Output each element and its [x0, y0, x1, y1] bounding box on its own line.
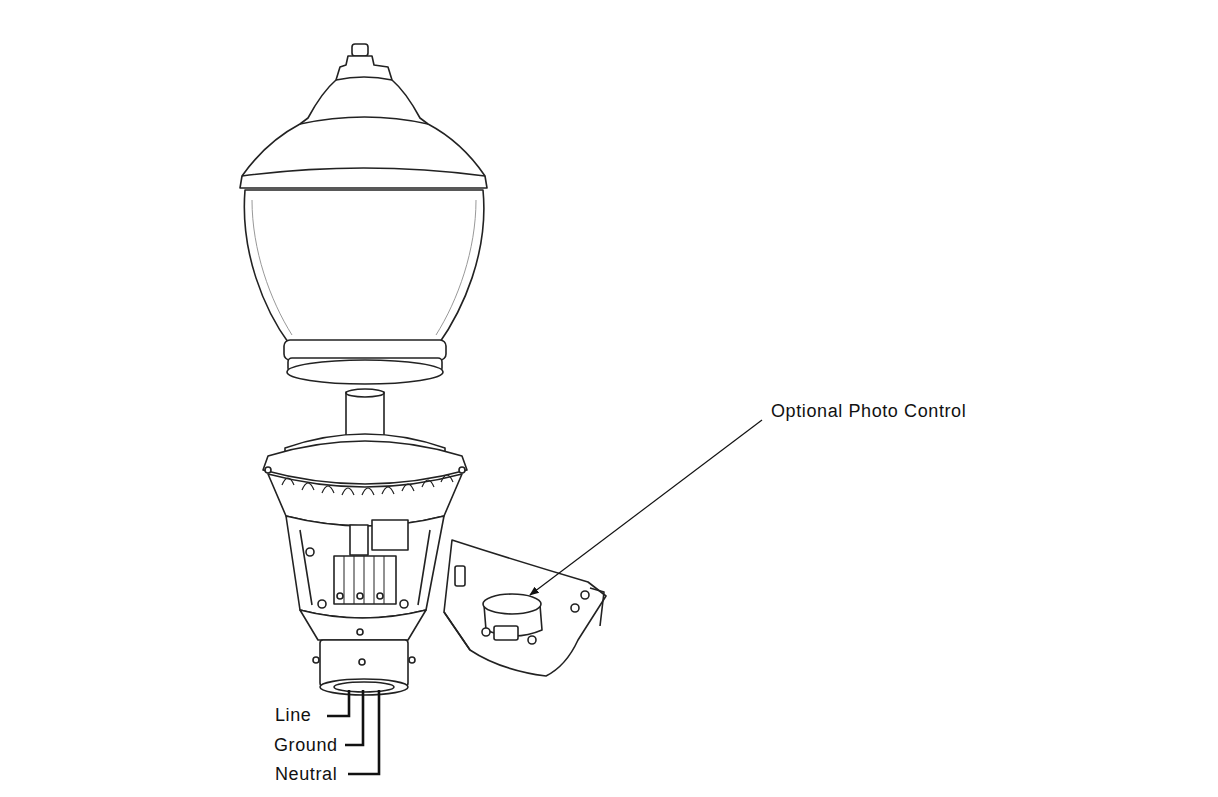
photo-control-door [444, 540, 606, 676]
callout-label: Optional Photo Control [771, 400, 966, 422]
label-holder: Line [275, 704, 311, 726]
label-holder: Ground [274, 734, 338, 756]
housing [263, 434, 467, 695]
wire-label: Ground [274, 734, 338, 756]
wire-label: Line [275, 704, 311, 726]
wire-label: Neutral [275, 763, 337, 785]
label-holder: Neutral [275, 763, 337, 785]
leader-lines [327, 420, 762, 774]
acorn-globe [240, 44, 487, 438]
label-holder: Optional Photo Control [771, 400, 966, 422]
